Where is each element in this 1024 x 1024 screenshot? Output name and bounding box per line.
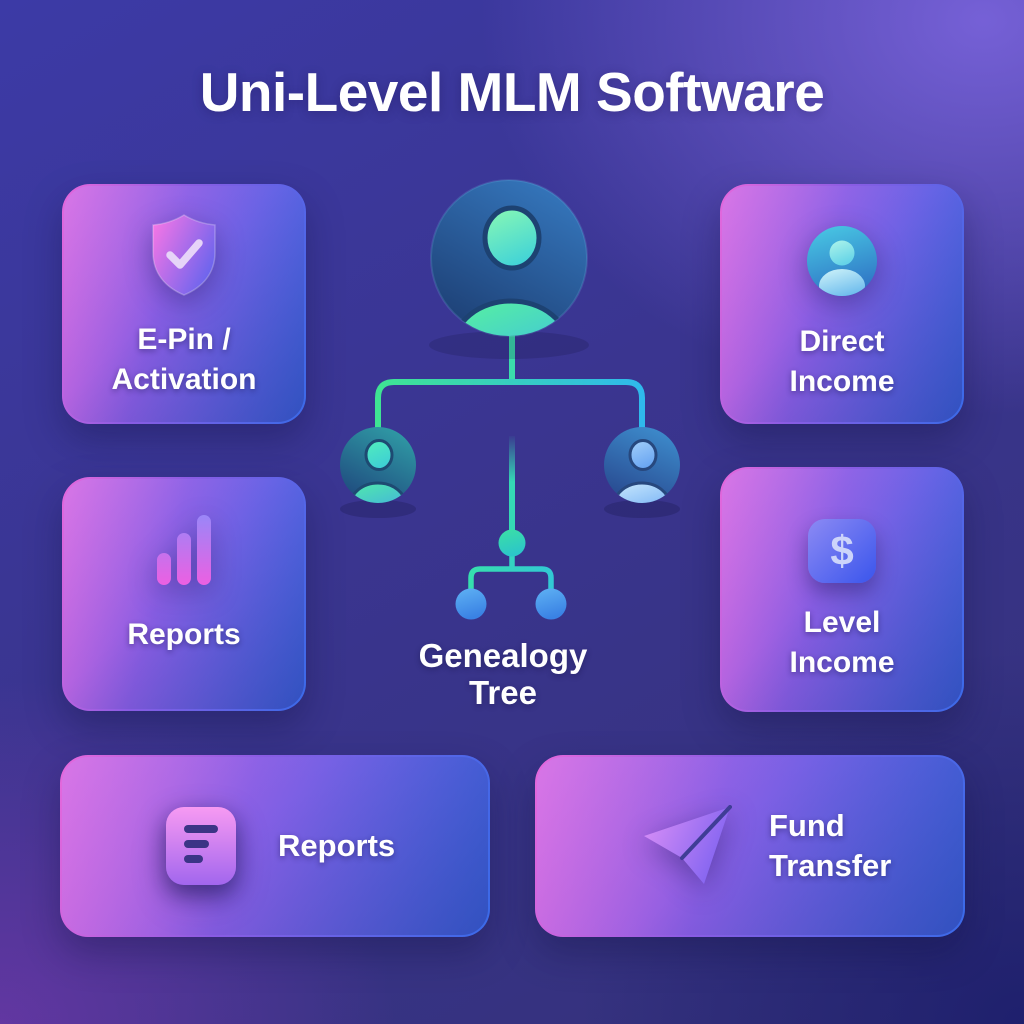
node-dot-child (455, 588, 487, 620)
page-title: Uni-Level MLM Software (199, 61, 825, 123)
card-label-line1: Reports (278, 828, 396, 863)
node-dot-parent (498, 529, 526, 557)
card-label-line2: Income (789, 365, 895, 398)
card-fund-transfer: Fund Transfer (535, 755, 965, 937)
card-label-line1: Fund (769, 808, 845, 843)
card-epin-activation: E-Pin / Activation (62, 184, 306, 424)
card-label: E-Pin / Activation (111, 320, 256, 400)
left-member-avatar (340, 427, 416, 503)
right-member-avatar (604, 427, 680, 503)
genealogy-tree-label: Genealogy Tree (353, 637, 653, 711)
root-member-avatar (430, 179, 588, 337)
card-reports: Reports (62, 477, 306, 711)
paper-plane-icon (644, 805, 732, 884)
child-shadow (340, 500, 416, 518)
user-circle-icon (807, 226, 877, 296)
card-level-income: $ Level Income (720, 467, 964, 712)
dollar-square-icon: $ (808, 519, 876, 583)
card-label: Direct Income (789, 322, 894, 402)
document-lines-icon (166, 807, 236, 885)
child-shadow (604, 500, 680, 518)
card-direct-income: Direct Income (720, 184, 964, 424)
card-label-line2: Income (789, 646, 895, 679)
root-shadow (429, 331, 589, 359)
card-label: Reports (278, 826, 395, 866)
dollar-glyph: $ (830, 527, 854, 574)
card-label-line1: E-Pin / (137, 323, 231, 356)
shield-check-icon (152, 214, 216, 296)
card-label: Reports (127, 615, 240, 655)
card-label-line1: Reports (127, 618, 241, 651)
node-dot-child (535, 588, 567, 620)
card-label-line1: Direct (799, 325, 885, 358)
tree-caption-line1: Genealogy (418, 637, 588, 674)
bar-chart-icon (157, 515, 211, 585)
card-label-line2: Transfer (769, 848, 892, 883)
card-label-line1: Level (803, 606, 881, 639)
card-label: Level Income (789, 603, 894, 683)
card-label: Fund Transfer (769, 806, 891, 886)
tree-connectors (375, 334, 645, 590)
card-reports-summary: Reports (60, 755, 490, 937)
card-label-line2: Activation (111, 363, 257, 396)
tree-caption-line2: Tree (469, 674, 537, 711)
